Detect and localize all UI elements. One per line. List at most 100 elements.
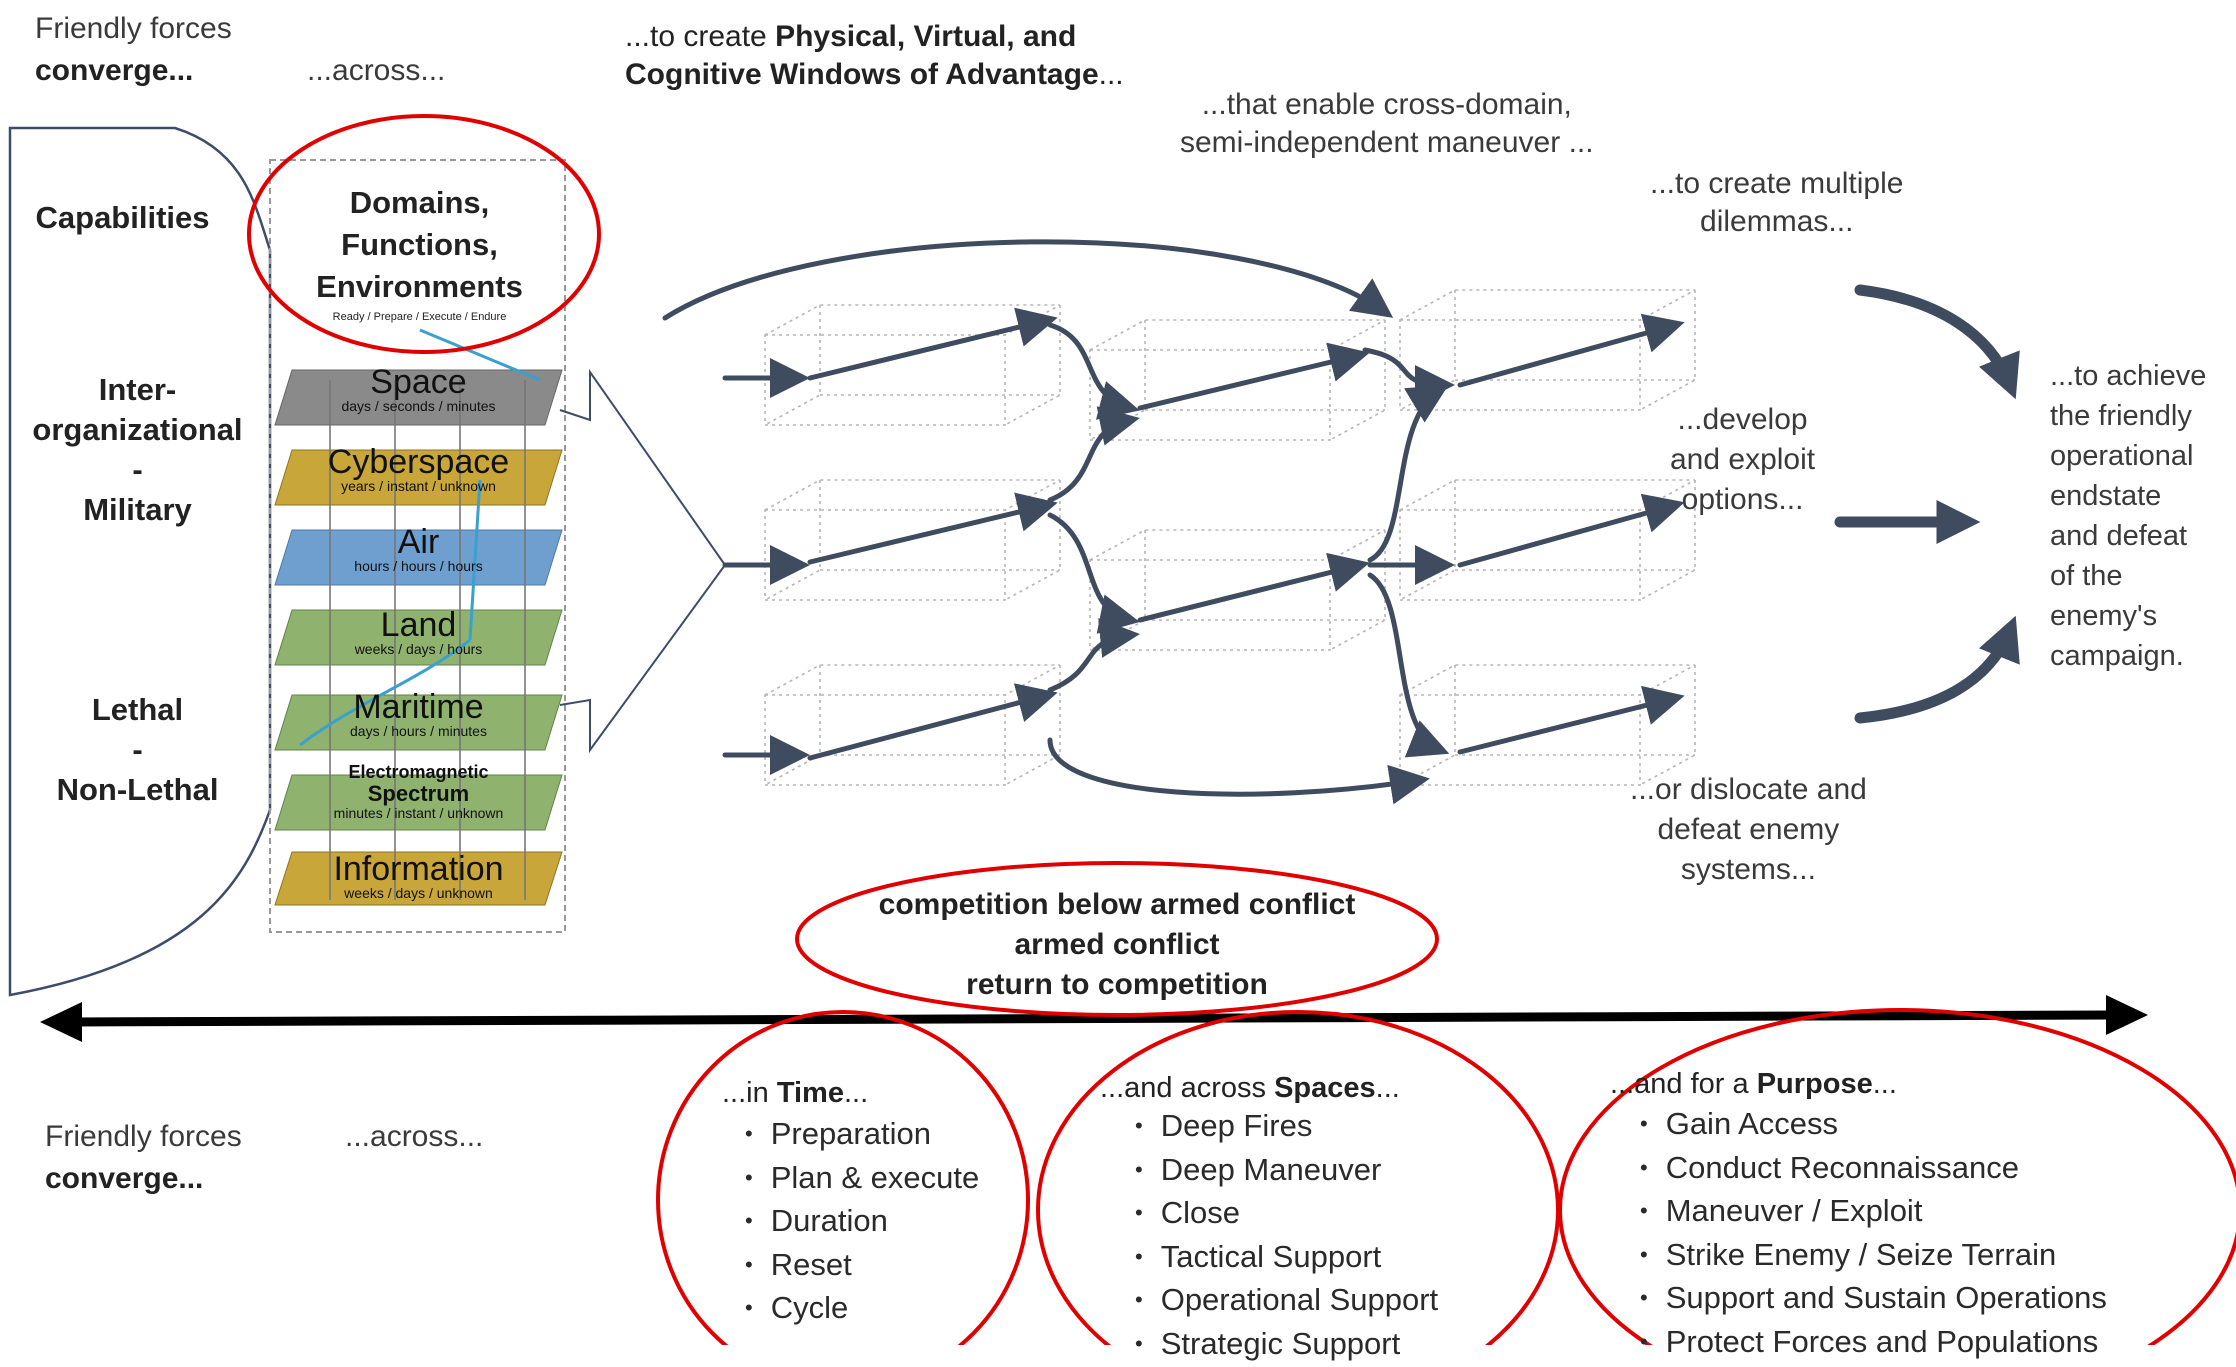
spaces-suffix: ... [1376,1072,1400,1104]
non-lethal-line: Non-Lethal [57,772,219,807]
to-create-suffix: ... [1099,58,1124,91]
across-label: ...across... [307,52,445,90]
capabilities-label: Capabilities [20,200,225,236]
lethal-dash: - [132,732,142,767]
list-item: Operational Support [1135,1280,1438,1324]
layer-space-sub: days / seconds / minutes [275,399,562,414]
list-item: Close [1135,1193,1438,1237]
layer-label-air: Air hours / hours / hours [275,525,562,574]
spaces-heading: ...and across Spaces... [1100,1070,1400,1106]
layer-em-name: Electromagnetic [275,762,562,782]
enable-line-2: semi-independent maneuver ... [1180,126,1594,159]
competition-line-3: return to competition [966,968,1268,1001]
list-item: Plan & execute [745,1158,979,1202]
dislocate-line-1: ...or dislocate and [1630,773,1867,806]
inter-line-2: organizational [32,412,242,447]
achieve-line-6: of the [2050,560,2123,592]
domains-subtitle: Ready / Prepare / Execute / Endure [272,311,567,325]
list-item: Deep Maneuver [1135,1150,1438,1194]
list-item: Strategic Support [1135,1324,1438,1367]
layer-label-cyberspace: Cyberspace years / instant / unknown [275,445,562,494]
converge-label: converge... [35,52,193,90]
purpose-bold: Purpose [1757,1068,1873,1100]
time-heading: ...in Time... [722,1075,868,1111]
spaces-list: Deep Fires Deep Maneuver Close Tactical … [1135,1106,1438,1367]
enable-line-1: ...that enable cross-domain, [1202,88,1572,121]
dilemmas-text: ...to create multiple dilemmas... [1650,165,1903,240]
layer-maritime-sub: days / hours / minutes [275,724,562,739]
bottom-converge-label: converge... [45,1160,203,1198]
list-item: Support and Sustain Operations [1640,1278,2107,1322]
competition-continuum-text: competition below armed conflict armed c… [797,885,1437,1005]
to-create-bold-2: Cognitive Windows of Advantage [625,58,1099,91]
list-item: Tactical Support [1135,1237,1438,1281]
layer-em-sub: minutes / instant / unknown [275,806,562,821]
list-item: Cycle [745,1288,979,1332]
achieve-line-4: endstate [2050,480,2161,512]
competition-line-1: competition below armed conflict [879,888,1356,921]
develop-line-2: and exploit [1670,443,1815,476]
windows-of-advantage-text: ...to create Physical, Virtual, and Cogn… [625,18,1124,93]
inter-line-1: Inter- [99,372,177,407]
convergence-arrows [1840,290,2010,718]
to-create-bold-1: Physical, Virtual, and [775,20,1076,53]
achieve-line-5: and defeat [2050,520,2187,552]
layer-information-sub: weeks / days / unknown [275,886,562,901]
develop-line-3: options... [1682,483,1804,516]
dislocate-defeat-text: ...or dislocate and defeat enemy systems… [1630,770,1867,890]
layer-cyberspace-sub: years / instant / unknown [275,479,562,494]
achieve-line-3: operational [2050,440,2194,472]
achieve-line-8: campaign. [2050,640,2184,672]
layer-air-sub: hours / hours / hours [275,559,562,574]
spaces-prefix: ...and across [1100,1072,1274,1104]
purpose-suffix: ... [1873,1068,1897,1100]
achieve-endstate-text: ...to achieve the friendly operational e… [2050,356,2206,676]
develop-exploit-text: ...develop and exploit options... [1670,400,1815,520]
layer-em-name-2: Spectrum [275,782,562,806]
layer-label-maritime: Maritime days / hours / minutes [275,690,562,739]
list-item: Reset [745,1245,979,1289]
domains-title-line-1: Domains, [350,185,490,220]
layer-land-sub: weeks / days / hours [275,642,562,657]
domains-title-line-3: Environments [316,269,523,304]
spaces-bold: Spaces [1274,1072,1376,1104]
dislocate-line-2: defeat enemy [1658,813,1840,846]
list-item: Strike Enemy / Seize Terrain [1640,1235,2107,1279]
dislocate-line-3: systems... [1681,853,1816,886]
military-line: Military [83,492,192,527]
layer-label-electromagnetic: Electromagnetic Spectrum minutes / insta… [275,762,562,821]
left-bracket [10,128,270,995]
inter-organizational-military-label: Inter- organizational - Military [15,370,260,530]
time-list: Preparation Plan & execute Duration Rese… [745,1114,979,1332]
list-item: Gain Access [1640,1104,2107,1148]
achieve-line-2: the friendly [2050,400,2192,432]
purpose-heading: ...and for a Purpose... [1610,1066,1897,1102]
lethal-line: Lethal [92,692,183,727]
lethal-non-lethal-label: Lethal - Non-Lethal [15,690,260,810]
domains-title-line-2: Functions, [341,227,498,262]
time-prefix: ...in [722,1077,777,1109]
list-item: Maneuver / Exploit [1640,1191,2107,1235]
layer-label-space: Space days / seconds / minutes [275,365,562,414]
layer-land-name: Land [275,608,562,642]
inter-dash: - [132,452,142,487]
purpose-prefix: ...and for a [1610,1068,1757,1100]
bottom-across-label: ...across... [345,1118,483,1156]
achieve-line-1: ...to achieve [2050,360,2206,392]
time-suffix: ... [844,1077,868,1109]
layer-label-information: Information weeks / days / unknown [275,852,562,901]
enable-maneuver-text: ...that enable cross-domain, semi-indepe… [1180,86,1594,161]
list-item: Conduct Reconnaissance [1640,1148,2107,1192]
dilemmas-line-1: ...to create multiple [1650,167,1903,200]
maneuver-arrows [665,242,1675,794]
competition-line-2: armed conflict [1014,928,1219,961]
funnel-lines [560,372,780,750]
layer-maritime-name: Maritime [275,690,562,724]
purpose-list: Gain Access Conduct Reconnaissance Maneu… [1640,1104,2107,1365]
domains-functions-environments-title: Domains, Functions, Environments [272,182,567,308]
layer-space-name: Space [275,365,562,399]
layer-cyberspace-name: Cyberspace [275,445,562,479]
develop-line-1: ...develop [1678,403,1808,436]
friendly-forces-label: Friendly forces [35,10,232,48]
layer-information-name: Information [275,852,562,886]
